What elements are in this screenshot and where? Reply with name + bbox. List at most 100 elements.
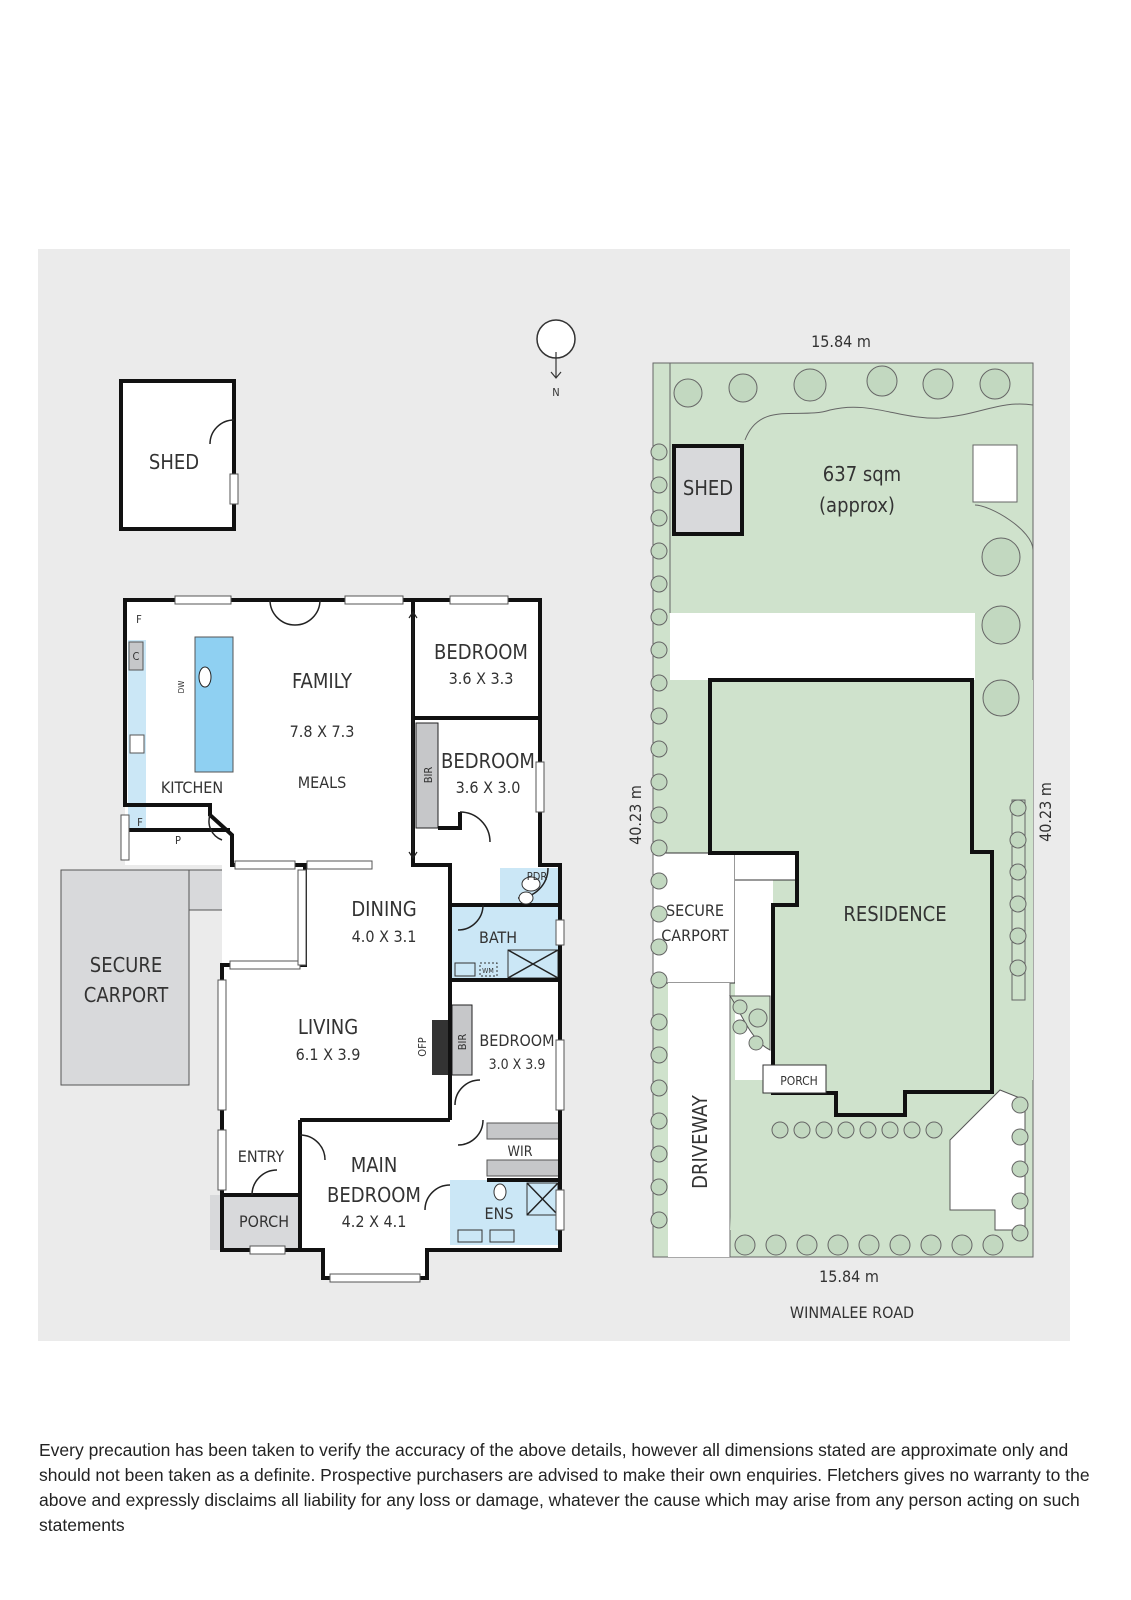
tree-icon (981, 605, 1021, 645)
ens-label: ENS (485, 1204, 514, 1223)
tree-icon (650, 1211, 668, 1229)
residence-label: RESIDENCE (843, 902, 946, 926)
left-depth-label: 40.23 m (626, 785, 645, 845)
fridge-label-2: F (137, 816, 143, 829)
family-dims: 7.8 X 7.3 (290, 722, 355, 741)
driveway-label: DRIVEWAY (688, 1094, 712, 1189)
tree-icon (650, 1112, 668, 1130)
tree-icon (1011, 1096, 1029, 1114)
tree-icon (650, 542, 668, 560)
carport-label-2: CARPORT (84, 983, 169, 1007)
tree-icon (981, 537, 1021, 577)
tree-icon (837, 1121, 855, 1139)
bir-label: BIR (422, 767, 435, 784)
tree-icon (858, 1234, 880, 1256)
bottom-width-label: 15.84 m (819, 1267, 879, 1286)
site-plan (650, 362, 1034, 1258)
site-carport-label: SECURE (666, 901, 724, 920)
carport-label: SECURE (90, 953, 162, 977)
area-approx-label: (approx) (819, 493, 895, 517)
ofp-label: OFP (416, 1037, 429, 1056)
tree-icon (650, 773, 668, 791)
tree-icon (1011, 1128, 1029, 1146)
tree-icon (889, 1234, 911, 1256)
carport (60, 869, 190, 1086)
tree-icon (881, 1121, 899, 1139)
tree-icon (793, 1121, 811, 1139)
tree-icon (650, 641, 668, 659)
compass-label: N (552, 386, 559, 399)
tree-icon (650, 905, 668, 923)
porch-label: PORCH (239, 1212, 289, 1231)
tree-icon (650, 938, 668, 956)
tree-icon (1009, 863, 1027, 881)
dining-dims: 4.0 X 3.1 (352, 927, 417, 946)
tree-icon (796, 1234, 818, 1256)
tree-icon (748, 1035, 764, 1051)
main-bedroom-dims: 4.2 X 4.1 (342, 1212, 407, 1231)
tree-icon (903, 1121, 921, 1139)
tree-icon (925, 1121, 943, 1139)
tree-icon (982, 679, 1020, 717)
tree-icon (650, 1178, 668, 1196)
tree-icon (1009, 895, 1027, 913)
main-bedroom-label: MAIN (351, 1153, 398, 1177)
tree-icon (922, 368, 954, 400)
tree-icon (1011, 1224, 1029, 1242)
wir-label: WIR (508, 1144, 533, 1160)
area-label: 637 sqm (823, 462, 901, 486)
tree-icon (793, 368, 827, 402)
main-bedroom-label-2: BEDROOM (327, 1183, 421, 1207)
bedroom3-dims: 3.0 X 3.9 (489, 1057, 546, 1073)
right-depth-label: 40.23 m (1036, 782, 1055, 842)
tree-icon (859, 1121, 877, 1139)
shed: SHED (119, 379, 239, 531)
site-plan-labels: 15.84 m 15.84 m 40.23 m 40.23 m 637 sqm … (626, 332, 1055, 1322)
disclaimer-text: Every precaution has been taken to verif… (39, 1440, 1090, 1535)
bedroom2-dims: 3.6 X 3.0 (456, 778, 521, 797)
shed-label: SHED (149, 450, 199, 474)
wm-label: WM (482, 967, 494, 975)
bedroom1-label: BEDROOM (434, 640, 528, 664)
tree-icon (765, 1234, 787, 1256)
bath-label: BATH (479, 928, 517, 947)
top-width-label: 15.84 m (811, 332, 871, 351)
tree-icon (1011, 1192, 1029, 1210)
site-shed-label: SHED (683, 476, 733, 500)
tree-icon (920, 1234, 942, 1256)
tree-icon (951, 1234, 973, 1256)
tree-icon (650, 608, 668, 626)
tree-icon (1009, 799, 1027, 817)
tree-icon (827, 1234, 849, 1256)
tree-icon (650, 971, 668, 989)
tree-icon (650, 740, 668, 758)
road-label: WINMALEE ROAD (790, 1303, 914, 1322)
tree-icon (650, 839, 668, 857)
tree-icon (1009, 959, 1027, 977)
tree-icon (650, 443, 668, 461)
tree-icon (650, 707, 668, 725)
tree-icon (1011, 1160, 1029, 1178)
tree-icon (734, 1234, 756, 1256)
pdr-label: PDR (527, 870, 548, 883)
tree-icon (1009, 927, 1027, 945)
tree-icon (1009, 831, 1027, 849)
cupboard-label: C (133, 650, 140, 663)
bedroom1-dims: 3.6 X 3.3 (449, 669, 514, 688)
tree-icon (650, 1145, 668, 1163)
tree-icon (673, 378, 703, 408)
site-carport-label-2: CARPORT (661, 926, 729, 945)
porch (210, 1195, 298, 1250)
living-dims: 6.1 X 3.9 (296, 1045, 361, 1064)
tree-icon (979, 368, 1011, 400)
tree-icon (728, 373, 758, 403)
north-compass-icon (536, 319, 576, 379)
floor-plan-labels: FAMILY 7.8 X 7.3 MEALS KITCHEN BEDROOM 3… (133, 613, 555, 1231)
kitchen-label: KITCHEN (161, 778, 223, 797)
tree-icon (650, 476, 668, 494)
house (120, 595, 565, 1283)
meals-label: MEALS (298, 773, 347, 792)
tree-icon (771, 1121, 789, 1139)
tree-icon (732, 1019, 748, 1035)
